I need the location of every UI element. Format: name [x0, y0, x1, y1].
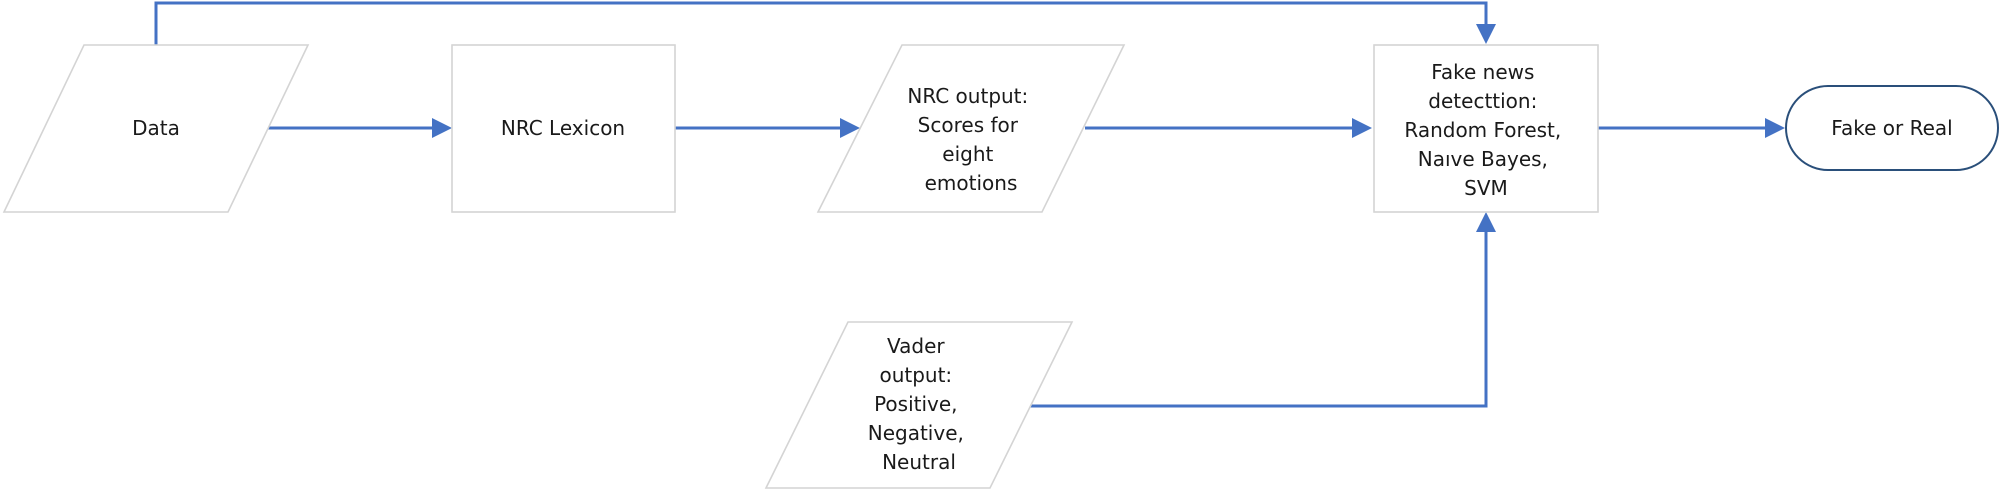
- vader-output-label: Vader output: Positive, Negative, Neutra…: [868, 334, 970, 474]
- fake-news-detection-rectangle: [1373, 44, 1599, 213]
- connectors: [154, 1, 1785, 408]
- node-fake-or-real: Fake or Real: [1785, 85, 1999, 171]
- node-nrc-lexicon: NRC Lexicon: [451, 44, 676, 213]
- node-vader-output: Vader output: Positive, Negative, Neutra…: [764, 321, 1074, 489]
- vader-output-label-line: output:: [879, 363, 952, 387]
- nrc-lexicon-label-line: NRC Lexicon: [501, 116, 625, 140]
- node-data: Data: [2, 44, 310, 213]
- fake-news-detection-label-line: Naıve Bayes,: [1418, 147, 1548, 171]
- nrc-lexicon-rectangle: [451, 44, 676, 213]
- nrc-output-label-line: Scores for: [918, 113, 1019, 137]
- arrowhead-detection-bottom: [1476, 212, 1496, 232]
- nrc-output-label-line: NRC output:: [907, 84, 1028, 108]
- fake-news-detection-label-line: SVM: [1464, 176, 1508, 200]
- fake-news-detection-label-line: Fake news: [1431, 60, 1534, 84]
- vader-output-label-line: Negative,: [868, 421, 964, 445]
- fake-news-detection-label-line: detecttion:: [1428, 89, 1537, 113]
- arrowhead-fake-or-real: [1765, 118, 1785, 138]
- node-fake-news-detection: Fake news detecttion: Random Forest, Naı…: [1373, 44, 1599, 213]
- fake-or-real-terminator: [1785, 85, 1999, 171]
- fake-or-real-label-line: Fake or Real: [1831, 116, 1952, 140]
- arrowhead-nrc-output: [840, 118, 860, 138]
- nrc-output-label-line: eight: [942, 142, 993, 166]
- data-parallelogram: [2, 44, 310, 213]
- arrowhead-nrc-lexicon: [432, 118, 452, 138]
- nrc-output-parallelogram: [816, 44, 1126, 213]
- data-label-line: Data: [132, 116, 180, 140]
- edge-vader-to-detection: [1030, 232, 1488, 408]
- arrowhead-detection-left: [1352, 118, 1372, 138]
- vader-output-label-line: Neutral: [882, 450, 956, 474]
- fake-news-detection-label-line: Random Forest,: [1404, 118, 1561, 142]
- edge-data-to-detection-top: [154, 1, 1488, 45]
- vader-output-label-line: Positive,: [874, 392, 957, 416]
- nrc-lexicon-label: NRC Lexicon: [501, 116, 625, 140]
- data-label: Data: [132, 116, 180, 140]
- fake-or-real-label: Fake or Real: [1831, 116, 1952, 140]
- node-nrc-output: NRC output: Scores for eight emotions: [816, 44, 1126, 213]
- nrc-output-label-line: emotions: [925, 171, 1018, 195]
- fake-news-detection-label: Fake news detecttion: Random Forest, Naı…: [1404, 60, 1567, 200]
- vader-output-label-line: Vader: [887, 334, 945, 358]
- vader-output-parallelogram: [764, 321, 1074, 489]
- nrc-output-label: NRC output: Scores for eight emotions: [907, 84, 1034, 195]
- arrowhead-detection-top: [1476, 24, 1496, 44]
